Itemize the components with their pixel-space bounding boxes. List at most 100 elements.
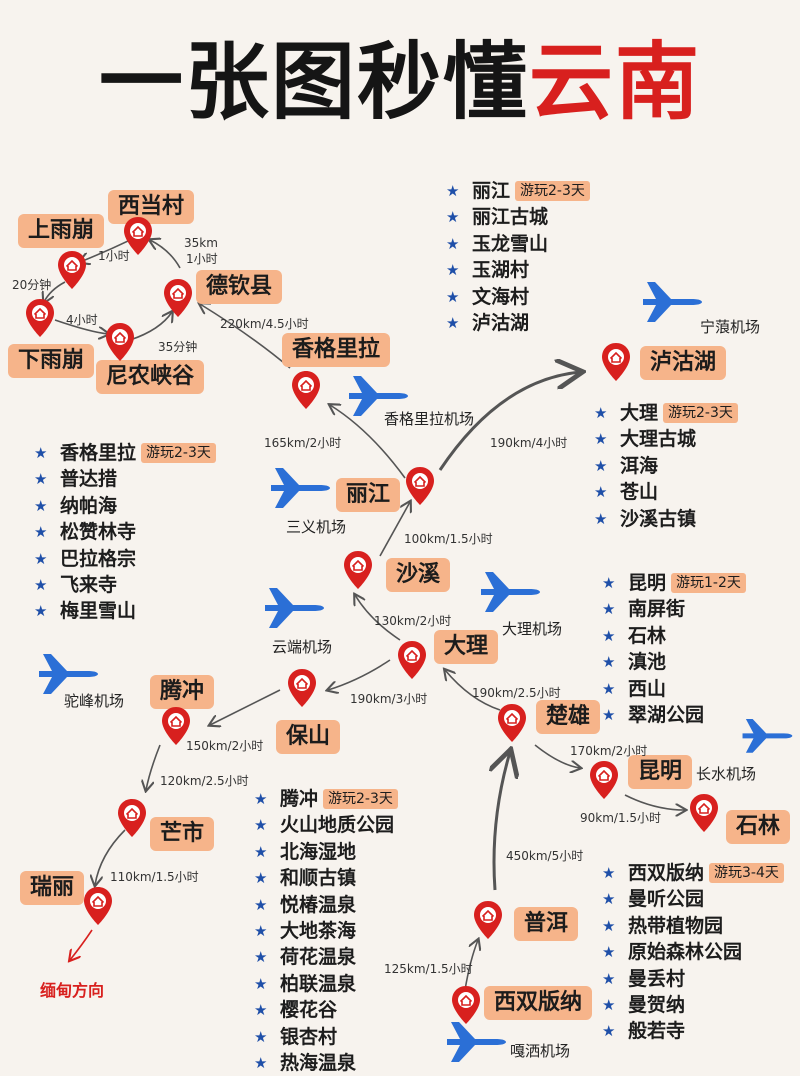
- star-icon: ★: [602, 969, 616, 988]
- distance-label: 4小时: [66, 313, 98, 327]
- airport-dali: 大理机场: [502, 620, 563, 638]
- list-xishuangbanna: ★西双版纳游玩3-4天 ★曼听公园 ★热带植物园 ★原始森林公园 ★曼丢村 ★曼…: [602, 860, 784, 1045]
- list-item: ★松赞林寺: [34, 519, 216, 545]
- star-icon: ★: [254, 974, 268, 993]
- star-icon: ★: [446, 313, 460, 332]
- distance-label: 20分钟: [12, 278, 52, 292]
- label-chuxiong: 楚雄: [536, 700, 601, 735]
- airport-shangrila: 香格里拉机场: [384, 410, 475, 428]
- airport-tuofeng: 驼峰机场: [64, 692, 125, 710]
- airplane-icon: [447, 1022, 506, 1062]
- list-item: ★柏联温泉: [254, 971, 398, 997]
- list-item: ★曼听公园: [602, 886, 784, 912]
- list-item: ★热海温泉: [254, 1050, 398, 1076]
- days-badge: 游玩2-3天: [663, 403, 738, 424]
- list-shangrila: ★香格里拉游玩2-3天 ★普达措 ★纳帕海 ★松赞林寺 ★巴拉格宗 ★飞来寺 ★…: [34, 440, 216, 625]
- star-icon: ★: [602, 600, 616, 619]
- map-pin-icon: [602, 343, 630, 381]
- label-mangshi: 芒市: [150, 817, 215, 852]
- route-mangshi-ruili: [95, 829, 126, 885]
- map-pin-icon: [690, 794, 718, 832]
- list-item: ★樱花谷: [254, 997, 398, 1023]
- title-part-2: 云南: [529, 33, 702, 131]
- map-pin-icon: [344, 551, 372, 589]
- distance-label: 110km/1.5小时: [110, 870, 199, 884]
- route-ninong-deqin: [129, 312, 172, 341]
- list-item: ★般若寺: [602, 1018, 784, 1044]
- days-badge: 游玩2-3天: [515, 181, 590, 202]
- days-badge: 游玩2-3天: [323, 789, 398, 810]
- map-pin-icon: [590, 761, 618, 799]
- days-badge: 游玩1-2天: [671, 573, 746, 594]
- list-item: ★大地茶海: [254, 918, 398, 944]
- distance-label: 35km: [184, 236, 218, 250]
- route-dali-shaxi: [355, 595, 401, 641]
- list-item: ★滇池: [602, 649, 746, 675]
- title-part-1: 一张图秒懂: [98, 33, 529, 131]
- distance-label: 150km/2小时: [186, 739, 264, 753]
- airport-ninglang: 宁蒗机场: [700, 318, 761, 336]
- star-icon: ★: [254, 921, 268, 940]
- list-item: ★腾冲游玩2-3天: [254, 786, 398, 812]
- distance-label: 35分钟: [158, 340, 198, 354]
- star-icon: ★: [254, 948, 268, 967]
- airport-changshui: 长水机场: [696, 765, 757, 783]
- route-kunming-shilin: [624, 794, 685, 810]
- star-icon: ★: [254, 1001, 268, 1020]
- star-icon: ★: [446, 287, 460, 306]
- distance-label: 450km/5小时: [506, 849, 584, 863]
- route-deqin-xidangcun: [150, 240, 181, 269]
- map-pin-icon: [118, 799, 146, 837]
- map-pin-icon: [124, 217, 152, 255]
- list-lijiang: ★丽江游玩2-3天 ★丽江古城 ★玉龙雪山 ★玉湖村 ★文海村 ★泸沽湖: [446, 178, 590, 336]
- star-icon: ★: [254, 790, 268, 808]
- map-pin-icon: [452, 986, 480, 1024]
- label-luguhu: 泸沽湖: [640, 346, 727, 381]
- route-chuxiong-dali: [445, 670, 501, 711]
- list-item: ★普达措: [34, 466, 216, 492]
- star-icon: ★: [34, 549, 48, 568]
- label-shangyubeng: 上雨崩: [18, 214, 105, 249]
- route-lijiang-luguhu: [438, 372, 580, 471]
- star-icon: ★: [602, 679, 616, 698]
- label-xidangcun: 西当村: [108, 190, 195, 225]
- airport-gasa: 嘎洒机场: [510, 1042, 571, 1060]
- airplane-icon: [481, 572, 540, 612]
- star-icon: ★: [594, 404, 608, 422]
- route-dali-baoshan: [328, 659, 391, 690]
- list-item: ★大理古城: [594, 426, 738, 452]
- map-pin-icon: [26, 299, 54, 337]
- list-item: ★热带植物园: [602, 913, 784, 939]
- list-item: ★苍山: [594, 479, 738, 505]
- map-pin-icon: [288, 669, 316, 707]
- star-icon: ★: [254, 816, 268, 835]
- star-icon: ★: [602, 943, 616, 962]
- map-pin-icon: [84, 887, 112, 925]
- map-pin-icon: [58, 251, 86, 289]
- map-pin-icon: [474, 901, 502, 939]
- list-item: ★翠湖公园: [602, 702, 746, 728]
- star-icon: ★: [446, 208, 460, 227]
- list-item: ★曼贺纳: [602, 992, 784, 1018]
- label-tengchong: 腾冲: [150, 675, 215, 710]
- list-item: ★银杏村: [254, 1024, 398, 1050]
- star-icon: ★: [594, 430, 608, 449]
- days-badge: 游玩2-3天: [141, 443, 216, 464]
- star-icon: ★: [446, 234, 460, 253]
- label-ruili: 瑞丽: [20, 871, 85, 906]
- distance-label: 90km/1.5小时: [580, 811, 662, 825]
- airport-sanyi: 三义机场: [286, 518, 347, 536]
- map-pin-icon: [398, 641, 426, 679]
- list-item: ★泸沽湖: [446, 310, 590, 336]
- label-ninongxiagu: 尼农峡谷: [96, 360, 205, 395]
- route-baoshan-tengchong: [210, 689, 281, 725]
- list-item: ★石林: [602, 623, 746, 649]
- label-shaxi: 沙溪: [386, 558, 451, 593]
- list-item: ★曼丢村: [602, 966, 784, 992]
- list-item: ★悦椿温泉: [254, 892, 398, 918]
- list-item: ★北海湿地: [254, 839, 398, 865]
- page-title: 一张图秒懂云南: [0, 40, 800, 124]
- star-icon: ★: [34, 602, 48, 621]
- map-pin-icon: [406, 467, 434, 505]
- star-icon: ★: [602, 995, 616, 1014]
